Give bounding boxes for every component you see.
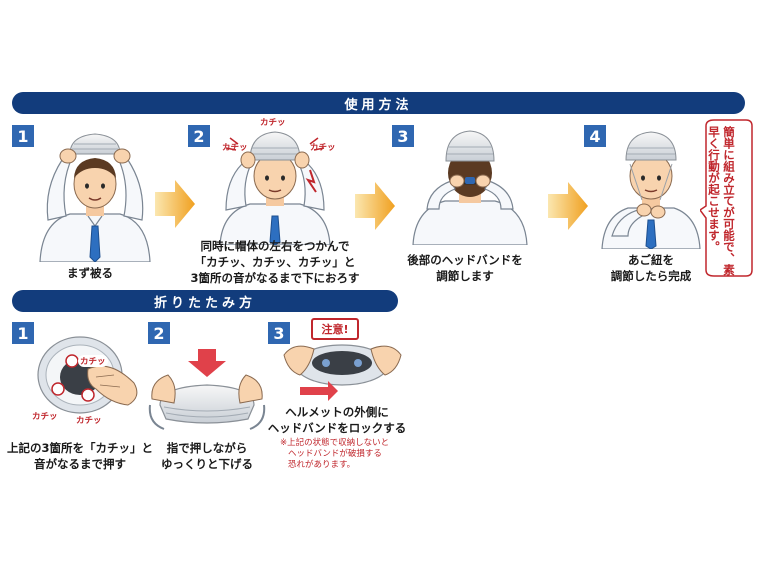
usage-step-2-caption-line1: 同時に帽体の左右をつかんで (200, 239, 350, 253)
usage-step-3-caption-line2: 調節します (436, 269, 494, 283)
usage-step-3-number: 3 (392, 125, 414, 147)
usage-step-2-number: 2 (188, 125, 210, 147)
folding-step-2-illustration (148, 349, 266, 430)
usage-step-3-caption: 後部のヘッドバンドを 調節します (400, 252, 530, 284)
folding-step-1-caption: 上記の3箇所を「カチッ」と 音がなるまで押す (2, 440, 158, 472)
usage-step-2-sound-left: カチッ (222, 143, 248, 153)
usage-step-1-number: 1 (12, 125, 34, 147)
usage-section-title: 使用方法 (344, 97, 413, 113)
usage-step-2-sound-right: カチッ (310, 143, 336, 153)
usage-arrow-3 (548, 182, 588, 230)
folding-step-2-caption: 指で押しながら ゆっくりと下げる (148, 440, 266, 472)
folding-section-title: 折りたたみ方 (153, 295, 256, 311)
folding-step-3-illustration (283, 344, 402, 401)
folding-step-2-number: 2 (148, 322, 170, 344)
folding-step-3-warning-line2: ヘッドバンドが破損する (288, 449, 382, 459)
folding-step-1-sound-left: カチッ (30, 410, 60, 422)
usage-step-1-caption: まず被る (40, 265, 140, 281)
folding-step-1-illustration (37, 336, 138, 414)
folding-step-1-caption-line2: 音がなるまで押す (34, 457, 126, 471)
usage-step-4-caption: あご紐を 調節したら完成 (596, 252, 706, 284)
usage-step-4-caption-line1: あご紐を (628, 253, 674, 267)
folding-section-bar: 折りたたみ方 (12, 290, 398, 312)
usage-step-4-caption-line2: 調節したら完成 (610, 269, 692, 283)
folding-step-3-warning-line1: ※上記の状態で収納しないと (280, 438, 390, 448)
usage-step-2-caption-line3: 3箇所の音がなるまで下におろす (190, 271, 360, 285)
usage-step-1-caption-line1: まず被る (67, 266, 113, 280)
folding-step-3-caption: ヘルメットの外側に ヘッドバンドをロックする (262, 404, 412, 436)
folding-step-3-number: 3 (268, 322, 290, 344)
folding-step-1-caption-line1: 上記の3箇所を「カチッ」と (6, 441, 153, 455)
folding-step-1-number: 1 (12, 322, 34, 344)
folding-step-2-caption-line2: ゆっくりと下げる (161, 457, 253, 471)
folding-step-3-caption-line1: ヘルメットの外側に (285, 405, 389, 419)
usage-step-2-caption: 同時に帽体の左右をつかんで 「カチッ、カチッ、カチッ」と 3箇所の音がなるまで下… (180, 238, 370, 286)
usage-section-bar: 使用方法 (12, 92, 745, 114)
usage-step-2-caption-line2: 「カチッ、カチッ、カチッ」と (194, 255, 356, 269)
usage-step-1-illustration (39, 133, 151, 262)
speech-bubble (700, 119, 753, 277)
usage-arrow-2 (355, 182, 395, 230)
usage-step-2-illustration (219, 131, 331, 245)
usage-arrow-1 (155, 180, 195, 228)
usage-step-3-caption-line1: 後部のヘッドバンドを (407, 253, 523, 267)
folding-step-3-caption-line2: ヘッドバンドをロックする (267, 421, 407, 435)
caution-label: 注意! (311, 318, 359, 340)
usage-step-3-illustration (412, 130, 528, 245)
folding-step-2-caption-line1: 指で押しながら (166, 441, 248, 455)
usage-step-2-sound-top: カチッ (260, 118, 286, 128)
folding-step-3-warning-line3: 恐れがあります。 (288, 460, 356, 470)
usage-step-4-illustration (601, 131, 701, 249)
folding-step-1-sound-top: カチッ (78, 355, 108, 367)
folding-step-3-warning: ※上記の状態で収納しないと ヘッドバンドが破損する 恐れがあります。 (280, 438, 389, 471)
usage-step-4-number: 4 (584, 125, 606, 147)
folding-step-1-sound-bottom: カチッ (74, 414, 104, 426)
speech-bubble-text: 簡単に組み立てが可能で、素早く行動が起こせます。 (707, 126, 736, 276)
